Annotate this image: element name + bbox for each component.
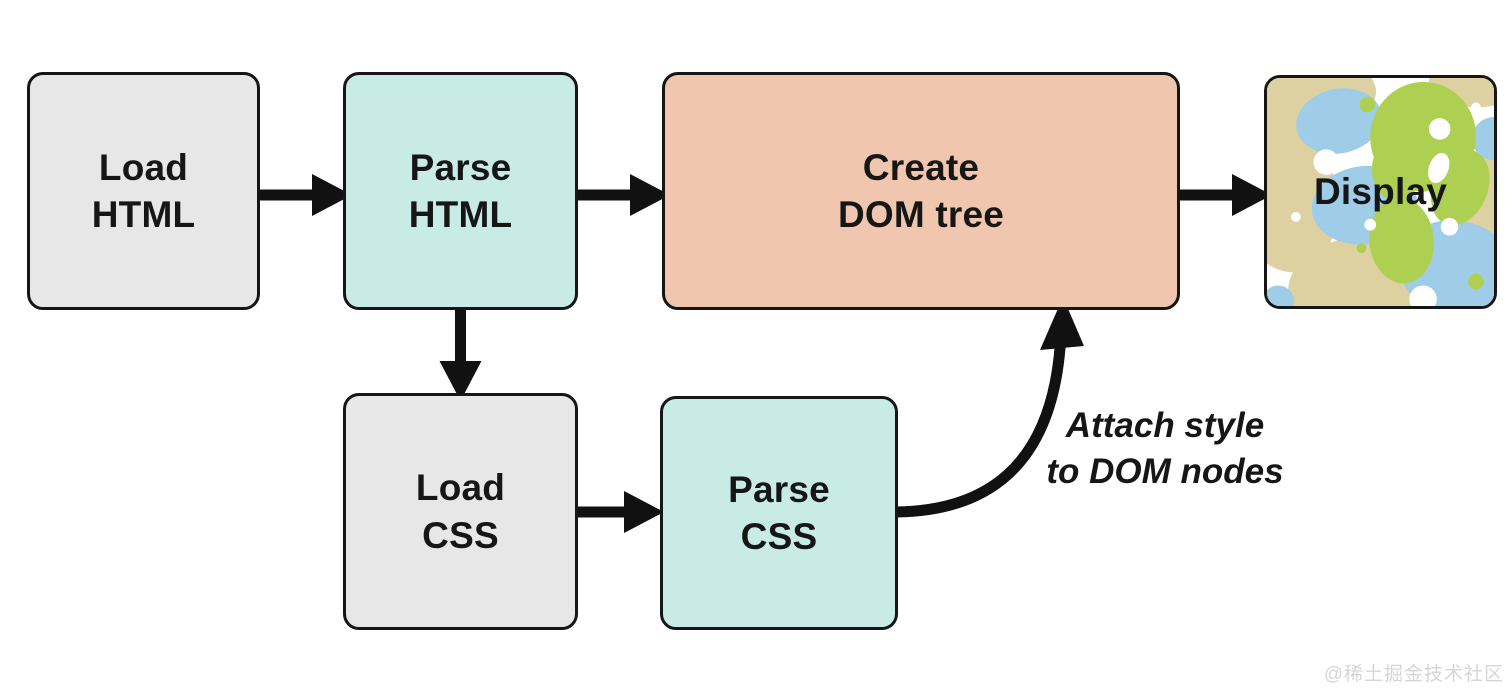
- node-parse-css-label: Parse CSS: [728, 468, 830, 557]
- node-load-css-label: Load CSS: [415, 467, 506, 556]
- arrow-parse-html-to-load-css: [439, 308, 482, 401]
- arrow-load-html-to-parse-html: [259, 174, 352, 216]
- node-parse-html: Parse HTML: [343, 72, 578, 310]
- edge-annotation-attach-style: Attach style to DOM nodes: [1046, 406, 1284, 492]
- watermark: @稀土掘金技术社区: [1323, 664, 1504, 685]
- node-parse-css: Parse CSS: [660, 396, 898, 630]
- arrow-create-dom-to-display: [1179, 174, 1272, 216]
- node-load-css: Load CSS: [343, 393, 578, 630]
- node-display-label: Display: [1313, 171, 1447, 213]
- display-blob-pattern: [1267, 78, 1494, 306]
- node-load-html-label: Load HTML: [91, 146, 196, 235]
- arrow-load-css-to-parse-css: [577, 491, 664, 533]
- node-parse-html-label: Parse HTML: [408, 146, 513, 235]
- node-create-dom-tree: Create DOM tree: [662, 72, 1180, 310]
- arrow-parse-html-to-create-dom: [577, 174, 670, 216]
- node-create-dom-tree-label: Create DOM tree: [837, 146, 1005, 235]
- node-load-html: Load HTML: [27, 72, 260, 310]
- node-display: Display: [1264, 75, 1497, 309]
